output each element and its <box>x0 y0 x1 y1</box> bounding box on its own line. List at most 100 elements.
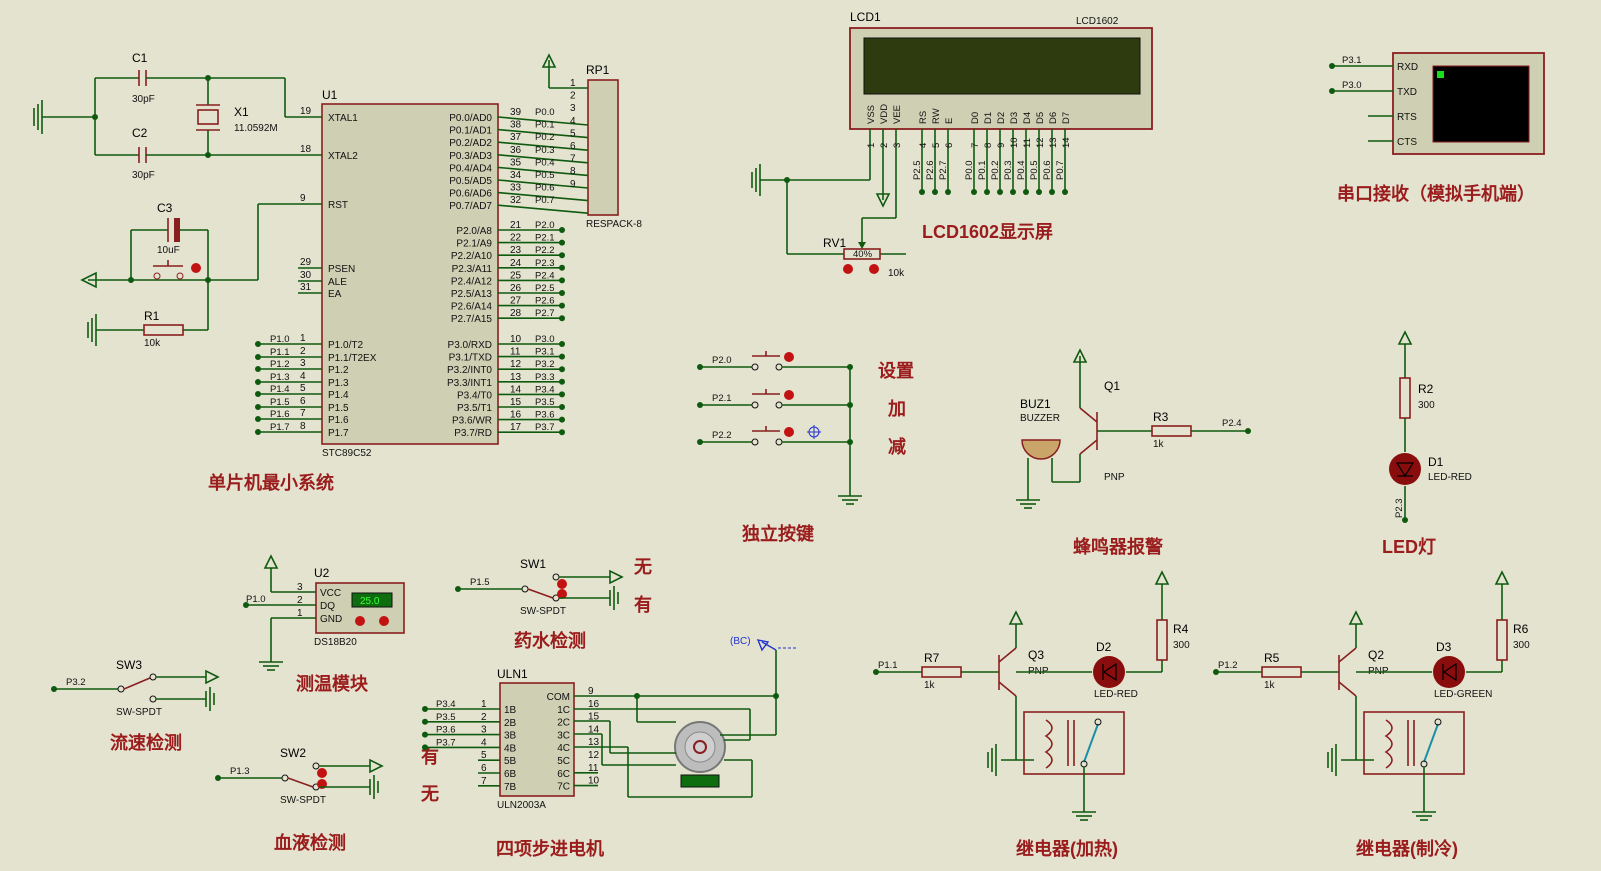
mcu-ref: U1 <box>322 88 338 102</box>
lcd-pin-name: VSS <box>866 105 877 124</box>
mcu-pin-name: P0.7/AD7 <box>449 201 492 212</box>
key-indicator <box>784 390 794 400</box>
mcu-pin-number: 1 <box>300 333 306 344</box>
net-dot <box>255 416 261 422</box>
ds18b20-pin-name: DQ <box>320 601 335 612</box>
rp1-pin-number: 7 <box>570 154 576 165</box>
key-indicator <box>784 427 794 437</box>
uln-output-name: 6C <box>557 769 570 780</box>
power-arrow <box>1494 570 1510 585</box>
net-label: P0.2 <box>535 132 555 143</box>
net-label: P2.2 <box>535 245 555 256</box>
buzzer-section-title: 蜂鸣器报警 <box>1073 536 1163 557</box>
net-label: P1.0 <box>270 334 290 345</box>
net-dot <box>1329 63 1335 69</box>
mcu-pin-name: P0.3/AD3 <box>449 151 492 162</box>
net-dot <box>559 264 565 271</box>
net-label: P1.1 <box>270 347 290 358</box>
buzzer-part: BUZZER <box>1020 413 1060 424</box>
net-label: P3.6 <box>436 725 456 736</box>
ground-symbol <box>1016 499 1040 509</box>
net-label: P2.5 <box>535 283 555 294</box>
c1-ref: C1 <box>132 51 148 65</box>
key-contact <box>775 438 783 446</box>
sw1-no-label: 无 <box>634 557 652 577</box>
rp1-part: RESPACK-8 <box>586 219 642 230</box>
net-label: P0.2 <box>990 160 1001 180</box>
mcu-pin-name: P1.6 <box>328 415 349 426</box>
net-dot <box>559 277 565 284</box>
rv1-percent: 40% <box>853 249 873 260</box>
resistor-ref: R7 <box>924 651 940 665</box>
mcu-pin-number: 17 <box>510 422 522 433</box>
pin-wire <box>497 179 589 189</box>
net-dot <box>255 354 261 360</box>
net-label: P3.7 <box>535 422 555 433</box>
mcu-pin-name: PSEN <box>328 264 355 275</box>
net-dot <box>559 391 565 398</box>
net-dot <box>1010 189 1016 195</box>
x1-value: 11.0592M <box>234 123 278 134</box>
net-label: P3.1 <box>1342 55 1362 66</box>
transistor-collector <box>998 681 1017 697</box>
lcd-part: LCD1602 <box>1076 16 1119 27</box>
uln-output-name: 2C <box>557 718 570 729</box>
keys-section: P2.0P2.1P2.2 设置 加 减 独立按键 <box>697 351 914 544</box>
mcu-pin-name: P2.2/A10 <box>451 251 493 262</box>
ds18b20-pin-number: 1 <box>297 608 303 619</box>
net-label: P2.7 <box>535 308 555 319</box>
net-dot <box>559 366 565 373</box>
net-dot <box>945 189 951 195</box>
net-label: P1.3 <box>270 372 290 383</box>
lcd-pin-name: D5 <box>1035 112 1046 124</box>
net-dot <box>697 364 703 370</box>
mcu-pin-name: P2.5/A13 <box>451 289 493 300</box>
mcu-pin-name: P2.0/A8 <box>456 226 492 237</box>
resistor-ref: R6 <box>1513 622 1529 636</box>
flow-section: SW3 P3.2 SW-SPDT 流速检测 <box>51 658 220 753</box>
terminal-pin-name: RTS <box>1397 112 1417 123</box>
terminal-pin-name: TXD <box>1397 87 1417 98</box>
net-label: P0.5 <box>1029 160 1040 180</box>
net-label: P2.0 <box>712 355 732 366</box>
mcu-pin-number: 37 <box>510 132 522 143</box>
key-contact <box>751 401 759 409</box>
c3-ref: C3 <box>157 201 173 215</box>
net-dot <box>932 189 938 195</box>
r2-ref: R2 <box>1418 382 1434 396</box>
net-label: P0.7 <box>535 195 555 206</box>
resistor-value: 300 <box>1513 640 1530 651</box>
motor-tag: (BC) <box>730 636 751 647</box>
net-label: P1.2 <box>1218 660 1238 671</box>
net-label: P2.0 <box>535 220 555 231</box>
uln-pin-number: 11 <box>588 763 599 774</box>
crosshair-icon <box>807 425 821 439</box>
rv1-ref: RV1 <box>823 236 846 250</box>
key-indicator <box>784 352 794 362</box>
rp1-pin-number: 5 <box>570 128 576 139</box>
mcu-pin-name: P2.1/A9 <box>456 239 492 250</box>
rp1-pin-number: 2 <box>570 91 576 102</box>
mcu-pin-number: 39 <box>510 107 522 118</box>
d1-ref: D1 <box>1428 455 1444 469</box>
lcd-pin-name: RS <box>918 111 929 124</box>
uln-input-name: 7B <box>504 782 517 793</box>
net-dot <box>1062 189 1068 195</box>
uln-output-name: 4C <box>557 743 570 754</box>
mcu-pin-number: 33 <box>510 183 522 194</box>
net-dot <box>422 718 428 725</box>
uln-chip <box>499 682 575 797</box>
mcu-pin-number: 23 <box>510 245 522 256</box>
uln-input-name: 4B <box>504 743 517 754</box>
lcd-pin-name: VDD <box>879 104 890 124</box>
relay-section-title: 继电器(制冷) <box>1356 838 1458 859</box>
ground-symbol <box>33 100 95 134</box>
ds18b20-pin-name: GND <box>320 614 342 625</box>
lcd-screen <box>863 37 1141 95</box>
mcu-pin-number: 25 <box>510 270 522 281</box>
uln-pin-number: 1 <box>481 699 487 710</box>
net-label: P1.5 <box>270 397 290 408</box>
mcu-pin-name: P2.3/A11 <box>452 264 493 275</box>
